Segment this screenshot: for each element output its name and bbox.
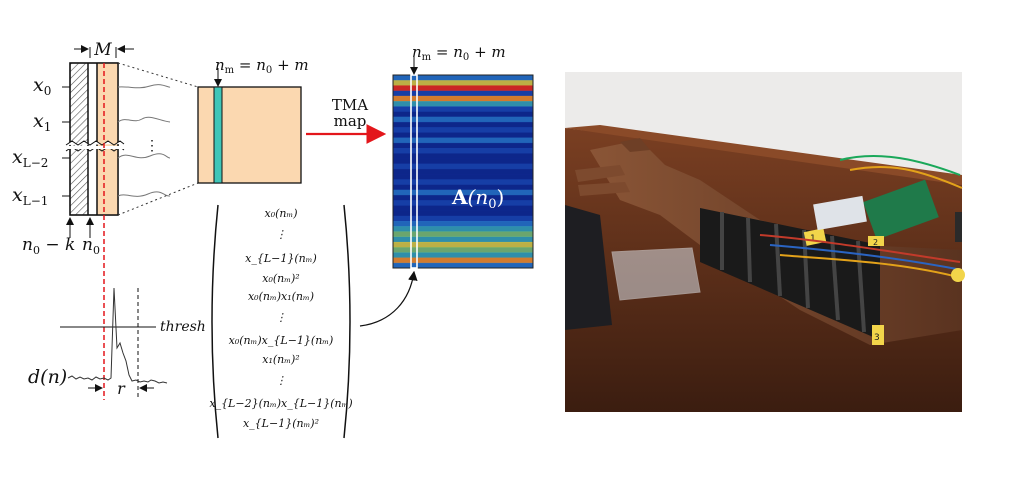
vector-entry: x_{L−2}(nₘ)x_{L−1}(nₘ): [209, 397, 352, 410]
heatmap-row: [393, 106, 533, 112]
r-label: r: [117, 379, 126, 398]
heatmap-row: [393, 257, 533, 264]
index-markers: n0 − k n0: [22, 217, 100, 257]
heatmap-row: [393, 247, 533, 253]
heatmap-row: [393, 148, 533, 154]
heatmap-row: [393, 210, 533, 217]
heatmap-row: [393, 236, 533, 243]
heatmap-row: [393, 85, 533, 91]
thresh-label: thresh: [160, 319, 206, 335]
heatmap-row: [393, 194, 533, 201]
heatmap-row: [393, 231, 533, 238]
heatmap-row: [393, 75, 533, 81]
band-tag-2: 2: [873, 238, 878, 247]
tma-map-arrow: TMA map: [306, 96, 387, 144]
d-n-label: d(n): [28, 366, 67, 388]
vector-to-map-arrow: [359, 270, 418, 327]
heatmap-row: [393, 142, 533, 149]
heatmap-row: [393, 163, 533, 170]
heatmap-row: [393, 252, 533, 258]
heatmap-row: [393, 153, 533, 159]
signal-window-block: [60, 62, 171, 400]
heatmap-row: [393, 184, 533, 191]
signal-vdots: ⋮: [145, 138, 159, 154]
sensor-band: 1 3: [700, 208, 884, 345]
heatmap-row: [393, 80, 533, 86]
vector-entry: x₀(nₘ)x_{L−1}(nₘ): [229, 334, 334, 347]
heatmap-row: [393, 174, 533, 180]
heatmap-current-column: [410, 74, 418, 269]
heatmap-row: [393, 95, 533, 102]
threshold-plot: thresh d(n) r: [28, 287, 206, 400]
vector-entry: ⋮: [276, 374, 287, 387]
signal-label-x1: x1: [33, 110, 51, 134]
nm-label-left: nm = n0 + m: [215, 56, 309, 76]
window-m-text: M: [93, 40, 112, 60]
circuit-board: [863, 179, 939, 240]
heatmap-row: [393, 226, 533, 232]
zoomed-window: nm = n0 + m: [197, 56, 309, 184]
signal-label-xl1: xL−1: [12, 184, 48, 208]
highlight-column: [213, 86, 223, 184]
heatmap-row: [393, 127, 533, 133]
vector-entry: x₀(nₘ): [264, 207, 297, 220]
vector-entry: x_{L−1}(nₘ): [245, 252, 317, 265]
heatmap-row: [393, 168, 533, 175]
vector-entry: x_{L−1}(nₘ)²: [243, 417, 319, 430]
heatmap-row: [393, 137, 533, 144]
index-n0: n0: [82, 235, 100, 257]
signal-d-trace: [67, 287, 168, 384]
band-tag-1: 1: [810, 234, 816, 244]
heatmap-row: [393, 200, 533, 206]
vector-entry: ⋮: [276, 228, 287, 241]
vector-entry: x₀(nₘ)²: [262, 272, 299, 285]
window-size-label: M: [74, 40, 134, 60]
heatmap-row: [393, 132, 533, 138]
heatmap-row: [393, 215, 533, 222]
hatched-region: [70, 63, 88, 215]
heatmap-row: [393, 262, 533, 269]
window-region: [97, 63, 118, 215]
heatmap-row: [393, 179, 533, 185]
heatmap-row: [393, 116, 533, 123]
nm-label-right: nm = n0 + m: [412, 43, 506, 63]
vector-entry: x₀(nₘ)x₁(nₘ): [248, 290, 314, 303]
tma-heatmap: nm = n0 + m A(n0): [392, 43, 534, 269]
heatmap-row: [393, 121, 533, 128]
heatmap-row: [393, 241, 533, 248]
heatmap-row: [393, 221, 533, 227]
vector-entry: ⋮: [276, 311, 287, 324]
matrix-label: A(n0): [451, 185, 504, 212]
tma-label: TMA: [332, 96, 368, 114]
signal-labels: x0 x1 xL−2 xL−1 ⋮: [12, 74, 159, 208]
band-tag-3: 3: [874, 333, 880, 343]
heatmap-row: [393, 90, 533, 97]
signal-label-xl2: xL−2: [12, 146, 48, 170]
heatmap-row: [393, 158, 533, 164]
feature-vector: x₀(nₘ) ⋮ x_{L−1}(nₘ) x₀(nₘ)² x₀(nₘ)x₁(nₘ) ⋮ x₀…: [209, 204, 353, 439]
heatmap-row: [393, 189, 533, 196]
heatmap-row: [393, 205, 533, 211]
heatmap-row: [393, 111, 533, 118]
vector-entry: x₁(nₘ)²: [262, 353, 299, 366]
signal-label-x0: x0: [33, 74, 51, 98]
heatmap-row: [393, 101, 533, 107]
wearable-photo: 1 3 2: [565, 72, 965, 412]
index-n0-minus-k: n0 − k: [22, 235, 75, 257]
map-label: map: [334, 112, 367, 130]
